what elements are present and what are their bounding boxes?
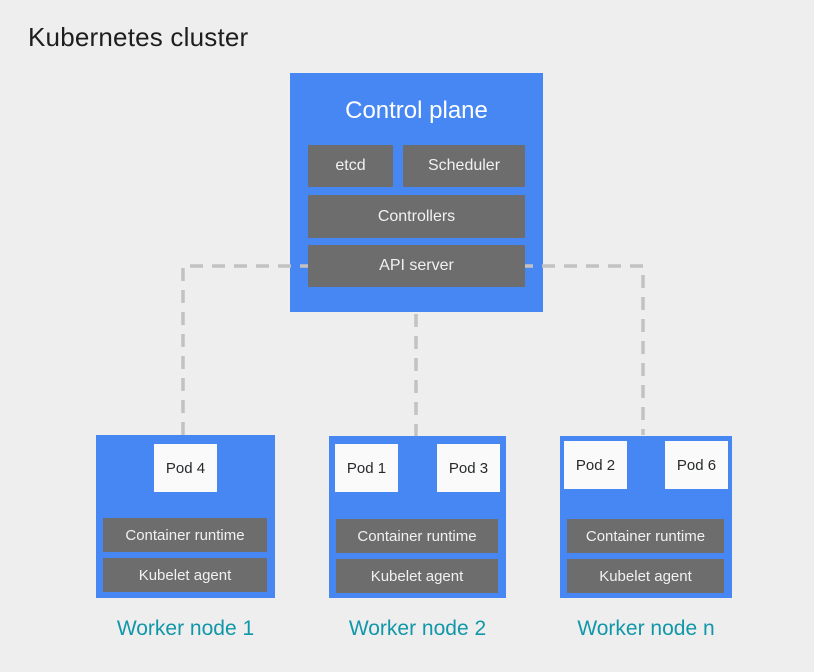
worker-node-n-box: Pod 2 Pod 6 Container runtime Kubelet ag… — [560, 436, 732, 598]
pod-box: Pod 6 — [665, 441, 728, 489]
control-plane-row: etcd Scheduler — [308, 145, 525, 187]
kubelet-agent-box: Kubelet agent — [567, 559, 724, 593]
scheduler-box: Scheduler — [403, 145, 525, 187]
worker-node-1-label: Worker node 1 — [116, 617, 255, 640]
control-plane-title: Control plane — [345, 97, 488, 124]
pod-box: Pod 2 — [564, 441, 627, 489]
worker-node-2-box: Pod 1 Pod 3 Container runtime Kubelet ag… — [329, 436, 506, 598]
etcd-box: etcd — [308, 145, 393, 187]
api-server-box: API server — [308, 245, 525, 287]
worker-node-2-pods: Pod 1 Pod 3 — [329, 444, 506, 492]
worker-node-n-label: Worker node n — [577, 617, 715, 640]
kubelet-agent-box: Kubelet agent — [103, 558, 267, 592]
worker-node-2-label: Worker node 2 — [348, 617, 487, 640]
controllers-box: Controllers — [308, 195, 525, 238]
container-runtime-box: Container runtime — [567, 519, 724, 553]
control-plane-box: Control plane etcd Scheduler Controllers… — [290, 73, 543, 312]
pod-box: Pod 4 — [154, 444, 217, 492]
worker-node-n-pods: Pod 2 Pod 6 — [560, 441, 732, 489]
diagram-title: Kubernetes cluster — [28, 22, 249, 52]
worker-node-1-pods: Pod 4 — [96, 444, 275, 492]
kubelet-agent-box: Kubelet agent — [336, 559, 498, 593]
pod-box: Pod 1 — [335, 444, 398, 492]
pod-box: Pod 3 — [437, 444, 500, 492]
container-runtime-box: Container runtime — [103, 518, 267, 552]
container-runtime-box: Container runtime — [336, 519, 498, 553]
worker-node-1-box: Pod 4 Container runtime Kubelet agent — [96, 435, 275, 598]
